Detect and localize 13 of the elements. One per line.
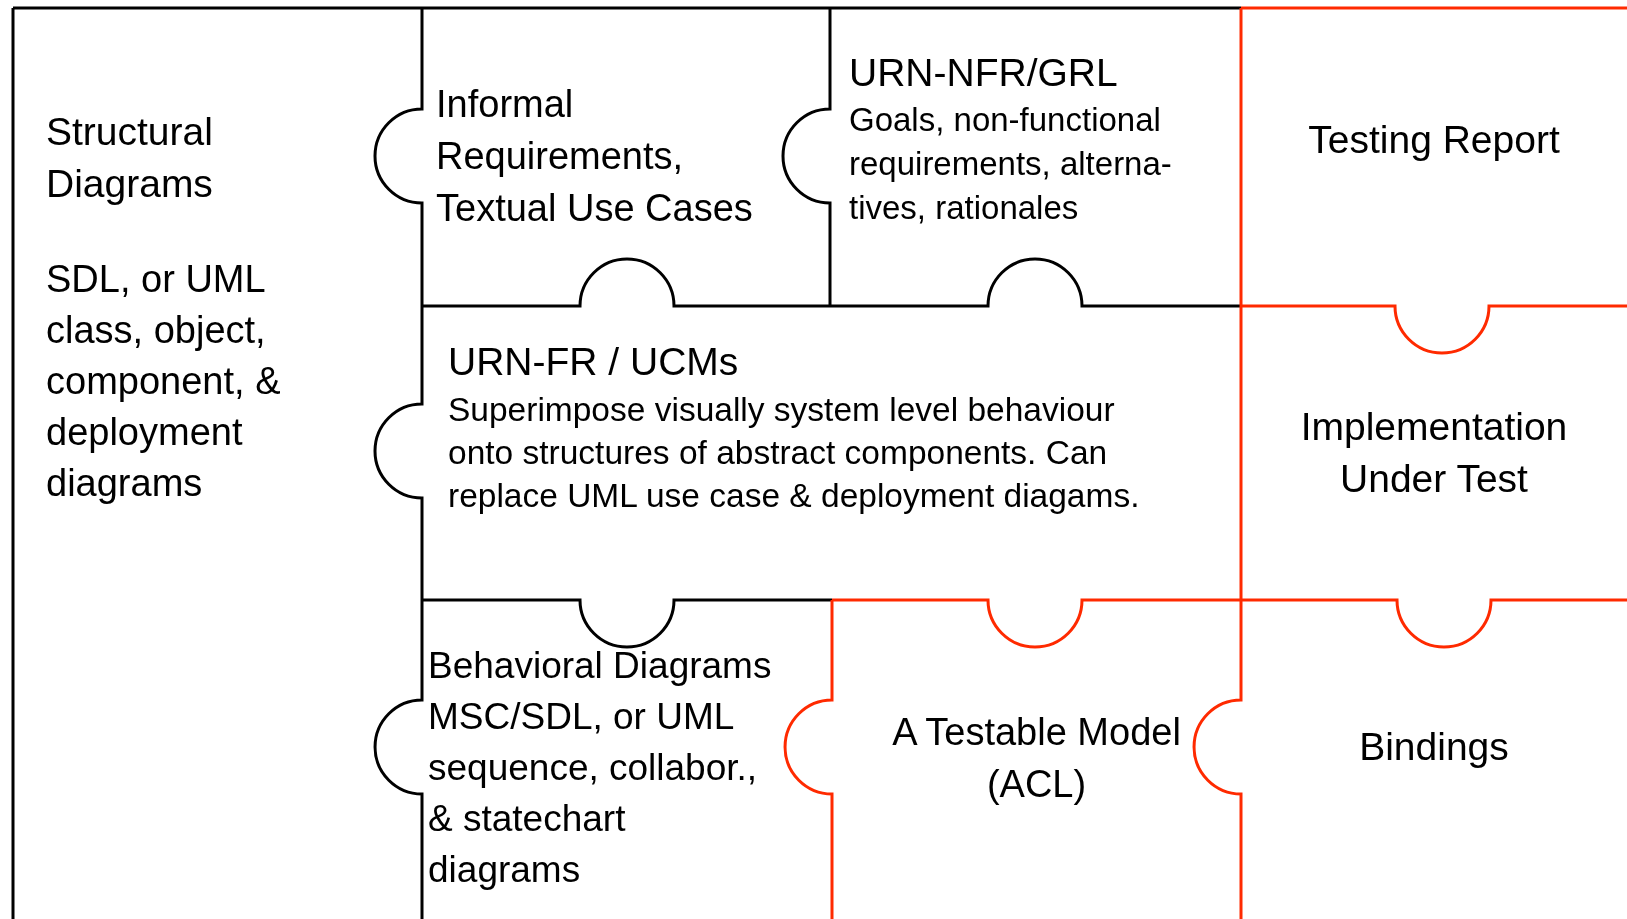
piece-description: SDL, or UML class, object, component, & deployment diagrams: [46, 257, 282, 506]
piece-heading: Behavioral Diagrams: [428, 644, 773, 688]
piece-heading: URN-NFR/GRL: [849, 50, 1119, 96]
piece-heading: URN-FR / UCMs: [448, 339, 740, 385]
piece-heading: Structural Diagrams: [46, 109, 214, 207]
piece-label: Implementation Under Test: [1299, 404, 1569, 502]
piece-description: MSC/SDL, or UML sequence, collabor., & statechart diagrams: [428, 695, 759, 892]
piece-description: Superimpose visually system level behaviour onto structures of abstract components. Can replace UML use case & deployment diagams.: [448, 390, 1141, 516]
piece-label: Testing Report: [1307, 117, 1561, 163]
piece-label: A Testable Model (ACL): [891, 710, 1182, 807]
piece-description: Goals, non-functional requirements, alterna- tives, rationales: [849, 100, 1173, 228]
piece-label: Informal Requirements, Textual Use Cases: [436, 82, 754, 231]
piece-label: Bindings: [1358, 724, 1510, 770]
